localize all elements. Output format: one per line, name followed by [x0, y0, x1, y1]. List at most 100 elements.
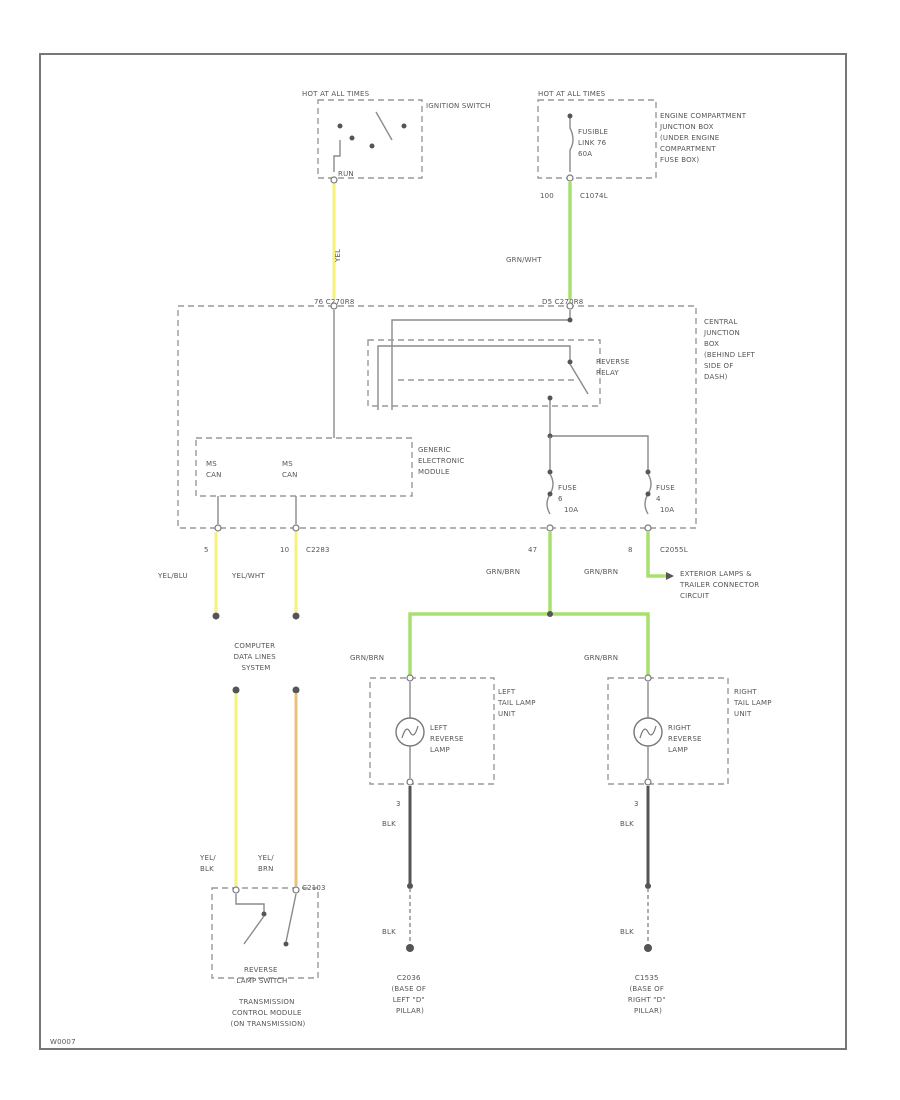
relay-switch-arm [569, 363, 589, 395]
ignition-switch-arm [375, 111, 393, 141]
ignition-contact-3 [369, 143, 375, 149]
right-unit-pin-in [644, 674, 652, 682]
gem-pin2-label: MS CAN [282, 460, 298, 479]
tcm-switch-arm [243, 915, 265, 945]
fuse-bus [550, 435, 649, 470]
fuse1-pin [546, 524, 554, 532]
right-unit-label: RIGHT TAIL LAMP UNIT [733, 688, 774, 718]
tcm-wire-2-color: YEL/ BRN [257, 854, 276, 873]
ecjb-conn-label: C1074L [580, 192, 608, 200]
fuse2-top [645, 469, 651, 475]
ignition-wire-color: YEL [334, 249, 342, 263]
cjb-pin-feed [566, 302, 574, 310]
cjb-feed-bus [391, 310, 571, 410]
tcm-switch-contact-1 [261, 911, 267, 917]
gem-data-wire-2-color: YEL/WHT [231, 572, 265, 580]
ignition-contact-1 [337, 123, 343, 129]
fuse2-label: FUSE 4 10A [656, 484, 677, 514]
diagram-frame [39, 53, 847, 1050]
gem-data-end-2 [292, 612, 300, 620]
ignition-contact-2 [349, 135, 355, 141]
ignition-pin-label: RUN [338, 170, 354, 178]
relay-label: REVERSE RELAY [596, 358, 632, 377]
ecjb-pin [566, 174, 574, 182]
data-lines-end-1 [232, 686, 240, 694]
left-lamp-label: LEFT REVERSE LAMP [430, 724, 466, 754]
ignition-pin [330, 176, 338, 184]
fuse2-pin [644, 524, 652, 532]
ignition-switch-label: IGNITION SWITCH [426, 102, 491, 110]
fuse2-bottom [645, 491, 651, 497]
cjb-pin-ign [330, 302, 338, 310]
transmission-control-module: C2103 REVERSE LAMP SWITCH TRANSMISSION C… [211, 884, 326, 1028]
ecjb-label: ENGINE COMPARTMENT JUNCTION BOX (UNDER E… [659, 112, 749, 164]
fuse2-conn-label: C2055L [660, 546, 688, 554]
diagram-id: W0007 [50, 1038, 76, 1046]
data-lines-label: COMPUTER DATA LINES SYSTEM [234, 642, 279, 672]
tcm-wire-1-color: YEL/ BLK [199, 854, 218, 873]
ignition-contact-4 [401, 123, 407, 129]
gem-conn-label: C2283 [306, 546, 330, 554]
right-ground-connector [645, 883, 651, 889]
ignition-hot-label: HOT AT ALL TIMES [302, 90, 370, 98]
cjb-label: CENTRAL JUNCTION BOX (BEHIND LEFT SIDE O… [703, 318, 757, 381]
relay-contact-in [567, 359, 573, 365]
gem-pin2 [292, 524, 300, 532]
fuse1-out-pin: 47 [528, 546, 537, 554]
right-tail-lamp-unit: RIGHT TAIL LAMP UNIT RIGHT REVERSE LAMP [607, 674, 774, 786]
ignition-switch-box [317, 99, 423, 179]
ignition-switch: HOT AT ALL TIMES IGNITION SWITCH RUN [302, 90, 491, 184]
left-ground-color: BLK [382, 820, 396, 828]
right-ground-color: BLK [620, 820, 634, 828]
tcm-conn-label: C2103 [302, 884, 326, 892]
left-tail-lamp-unit: LEFT TAIL LAMP UNIT LEFT REVERSE LAMP [369, 674, 538, 786]
right-ground-label: C1535 (BASE OF RIGHT "D" PILLAR) [628, 974, 668, 1015]
right-feed-color: GRN/BRN [584, 654, 618, 662]
tcm-pin-1 [232, 886, 240, 894]
left-ground-label: C2036 (BASE OF LEFT "D" PILLAR) [392, 974, 429, 1015]
left-unit-box [369, 677, 495, 785]
feed-wire-color: GRN/WHT [506, 256, 542, 264]
left-unit-pin-out [406, 778, 414, 786]
fuse1-bottom [547, 491, 553, 497]
fusible-link-symbol [569, 116, 574, 172]
tcm-switch-lead [235, 894, 265, 912]
gem-box [195, 437, 413, 497]
cjb-feed-splice [567, 317, 573, 323]
exterior-circuit-label: EXTERIOR LAMPS & TRAILER CONNECTOR CIRCU… [679, 570, 762, 600]
tcm-switch-label: REVERSE LAMP SWITCH [237, 966, 288, 985]
gem-data-end-1 [212, 612, 220, 620]
left-unit-pin-in [406, 674, 414, 682]
central-junction-box: 76 C270R8 D5 C270R8 CENTRAL JUNCTION BOX… [177, 298, 757, 532]
fuse-hot-label: HOT AT ALL TIMES [538, 90, 606, 98]
right-unit-box [607, 677, 729, 785]
tcm-switch-contact-2 [283, 941, 289, 947]
engine-compartment-junction-box: HOT AT ALL TIMES ENGINE COMPARTMENT JUNC… [537, 90, 749, 200]
fusible-link-label: FUSIBLE LINK 76 60A [578, 128, 611, 158]
left-pin-number: 3 [396, 800, 401, 808]
data-lines-end-2 [292, 686, 300, 694]
gem-pin1-number: 5 [204, 546, 209, 554]
gem-pin1-label: MS CAN [206, 460, 222, 479]
ecjb-box [537, 99, 657, 179]
tcm-module-label: TRANSMISSION CONTROL MODULE (ON TRANSMIS… [231, 998, 306, 1028]
left-ground-connector [407, 883, 413, 889]
gem-pin2-number: 10 [280, 546, 289, 554]
fuse2-out-arrow [666, 572, 674, 580]
right-pin-number: 3 [634, 800, 639, 808]
ecjb-pin-label: 100 [540, 192, 554, 200]
cjb-relay-coil [377, 345, 571, 410]
left-unit-label: LEFT TAIL LAMP UNIT [497, 688, 538, 718]
generic-electronic-module: GENERIC ELECTRONIC MODULE MS CAN MS CAN [195, 437, 464, 532]
right-lamp-filament [639, 725, 657, 739]
tcm-pin-2 [292, 886, 300, 894]
fuse1-top [547, 469, 553, 475]
gem-pin1 [214, 524, 222, 532]
fusible-link-top [567, 113, 573, 119]
fuse2-out-pin: 8 [628, 546, 633, 554]
left-lamp-filament [401, 725, 419, 739]
reverse-lamp-bus [408, 612, 650, 676]
left-ground-point [406, 944, 414, 952]
cjb-conn2-label: D5 C270R8 [542, 298, 583, 306]
